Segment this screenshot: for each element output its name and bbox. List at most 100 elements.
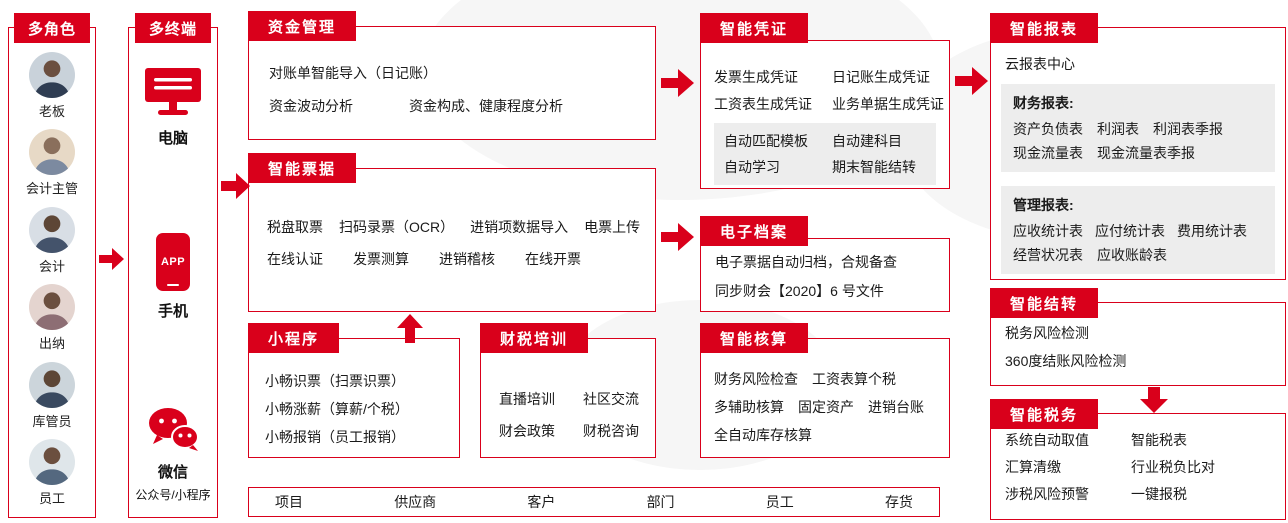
carryover-panel: 智能结转 税务风险检测 360度结账风险检测 (990, 288, 1286, 386)
feature-text: 经营状况表 (1013, 247, 1083, 263)
archive-panel: 电子档案 电子票据自动归档，合规备查 同步财会【2020】6 号文件 (700, 216, 950, 312)
bills-title: 智能票据 (248, 153, 357, 183)
feature-text: 利润表季报 (1153, 121, 1223, 137)
role-label: 会计主管 (25, 181, 78, 197)
terminal-computer: 电脑 (144, 66, 202, 148)
training-row: 直播培训 社区交流 (499, 389, 639, 409)
archive-row: 同步财会【2020】6 号文件 (715, 281, 935, 301)
archive-row: 电子票据自动归档，合规备查 (715, 252, 935, 272)
tax-row: 系统自动取值 智能税表 (1005, 430, 1271, 450)
archive-title: 电子档案 (700, 216, 809, 246)
bills-row: 在线认证 发票测算 进销稽核 在线开票 (267, 249, 637, 269)
terminals-title: 多终端 (134, 13, 212, 43)
base-item: 供应商 (394, 494, 437, 510)
arrow-right-icon (221, 173, 250, 199)
feature-text: 税盘取票 (267, 219, 323, 235)
reports-row: 资产负债表 利润表 利润表季报 (1013, 119, 1263, 139)
base-data-bar: 项目 供应商 客户 部门 员工 存货 (248, 487, 940, 517)
feature-text: 进销项数据导入 (470, 219, 569, 235)
training-title: 财税培训 (480, 323, 589, 353)
role-item: 会计主管 (26, 129, 78, 197)
arrow-up-icon (397, 314, 423, 343)
feature-text: 应收账龄表 (1097, 247, 1167, 263)
voucher-title: 智能凭证 (700, 13, 809, 43)
feature-text: 一键报税 (1131, 486, 1187, 502)
reports-panel: 智能报表 云报表中心 财务报表: 资产负债表 利润表 利润表季报 现金流量表 现… (990, 13, 1286, 280)
arrow-terminals-to-modules (221, 172, 251, 200)
feature-text: 工资表算个税 (812, 371, 896, 387)
training-panel: 财税培训 直播培训 社区交流 财会政策 财税咨询 (480, 323, 656, 458)
role-label: 员工 (38, 490, 65, 506)
feature-text: 涉税风险预警 (1005, 486, 1089, 502)
voucher-auto-row: 自动学习 期末智能结转 (724, 157, 926, 177)
role-label: 出纳 (38, 336, 65, 352)
feature-text: 工资表生成凭证 (714, 96, 812, 112)
accounting-title: 智能核算 (700, 323, 809, 353)
carryover-title: 智能结转 (990, 288, 1099, 318)
tax-row: 涉税风险预警 一键报税 (1005, 484, 1271, 504)
reports-row: 现金流量表 现金流量表季报 (1013, 143, 1263, 163)
carryover-row: 360度结账风险检测 (1005, 351, 1271, 371)
mini-program-row: 小畅报销（员工报销） (265, 427, 443, 447)
feature-text: 在线认证 (267, 251, 323, 267)
app-phone-icon: APP (156, 233, 190, 291)
reports-intro: 云报表中心 (1005, 54, 1275, 74)
terminal-label: 微信 (157, 464, 188, 481)
management-reports-section: 管理报表: 应收统计表 应付统计表 费用统计表 经营状况表 应收账龄表 (1001, 186, 1275, 274)
role-item: 老板 (29, 52, 75, 120)
arrow-mini-program-up (396, 314, 424, 344)
feature-text: 财会政策 (499, 423, 555, 439)
roles-title: 多角色 (13, 13, 91, 43)
feature-text: 360度结账风险检测 (1005, 353, 1127, 369)
voucher-panel: 智能凭证 发票生成凭证 日记账生成凭证 工资表生成凭证 业务单据生成凭证 自动匹… (700, 13, 950, 189)
arrow-right-icon (955, 67, 988, 95)
feature-text: 电票上传 (584, 219, 641, 235)
role-label: 库管员 (32, 413, 72, 429)
feature-text: 应付统计表 (1095, 223, 1165, 239)
roles-list: 老板 会计主管 会计 出纳 库管员 员工 (9, 28, 95, 517)
roles-panel: 多角色 老板 会计主管 会计 出纳 库管员 (8, 13, 96, 518)
feature-text: 应收统计表 (1013, 223, 1083, 239)
arrow-funds-to-voucher (661, 68, 695, 98)
feature-text: 现金流量表 (1013, 145, 1083, 161)
role-label: 老板 (38, 104, 65, 119)
feature-text: 多辅助核算 (714, 399, 784, 415)
tax-panel: 智能税务 系统自动取值 智能税表 汇算清缴 行业税负比对 涉税风险预警 一键报税 (990, 399, 1286, 520)
feature-text: 财税咨询 (583, 423, 639, 439)
feature-text: 自动学习 (724, 159, 780, 175)
avatar (29, 438, 75, 485)
wechat-icon (149, 408, 199, 451)
base-item: 项目 (275, 494, 303, 510)
feature-text: 同步财会【2020】6 号文件 (715, 283, 884, 299)
terminal-phone: APP 手机 (156, 233, 190, 321)
feature-text: 费用统计表 (1177, 223, 1247, 239)
feature-text: 业务单据生成凭证 (832, 96, 944, 112)
role-item: 库管员 (29, 361, 75, 430)
feature-text: 财务风险检查 (714, 371, 798, 387)
feature-text: 资金波动分析 (269, 98, 353, 114)
voucher-row: 发票生成凭证 日记账生成凭证 (714, 67, 936, 87)
terminals-panel: 多终端 电脑 APP 手机 (128, 13, 218, 518)
feature-text: 对账单智能导入（日记账） (269, 65, 437, 81)
feature-text: 日记账生成凭证 (832, 69, 930, 85)
tax-row: 汇算清缴 行业税负比对 (1005, 457, 1271, 477)
base-item: 存货 (884, 494, 913, 510)
feature-text: 发票生成凭证 (714, 69, 798, 85)
feature-text: 系统自动取值 (1005, 432, 1089, 448)
feature-text: 在线开票 (525, 251, 581, 267)
reports-row: 经营状况表 应收账龄表 (1013, 245, 1263, 265)
avatar (29, 52, 75, 98)
feature-text: 小畅识票（扫票识票） (265, 373, 405, 389)
feature-text: 税务风险检测 (1005, 325, 1089, 341)
section-heading: 财务报表: (1013, 95, 1074, 111)
feature-text: 资金构成、健康程度分析 (409, 98, 563, 114)
financial-reports-section: 财务报表: 资产负债表 利润表 利润表季报 现金流量表 现金流量表季报 (1001, 84, 1275, 172)
mini-program-row: 小畅识票（扫票识票） (265, 371, 443, 391)
training-row: 财会政策 财税咨询 (499, 421, 639, 441)
feature-text: 扫码录票（OCR） (339, 219, 455, 235)
feature-text: 自动建科目 (832, 133, 902, 149)
terminal-wechat: 微信 公众号/小程序 (135, 406, 211, 503)
voucher-auto-row: 自动匹配模板 自动建科目 (724, 131, 926, 151)
accounting-panel: 智能核算 财务风险检查 工资表算个税 多辅助核算 固定资产 进销台账 全自动库存… (700, 323, 950, 458)
accounting-row: 全自动库存核算 (714, 425, 936, 445)
